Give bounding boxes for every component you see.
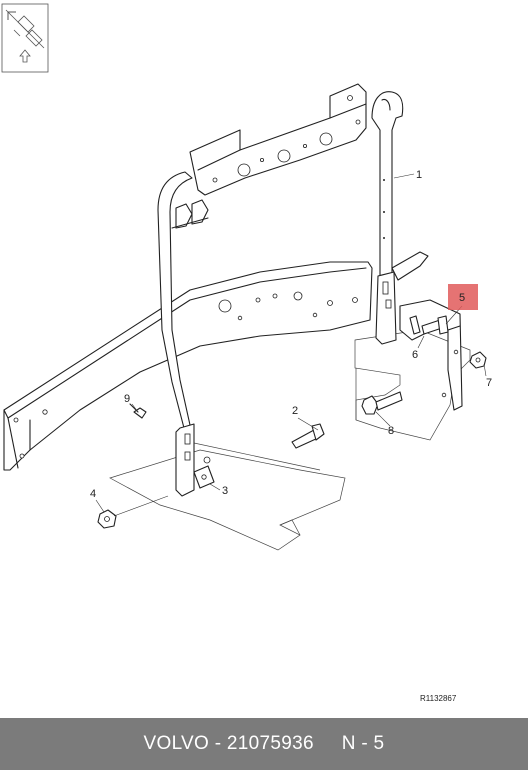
callout-1[interactable]: 1 bbox=[416, 169, 422, 181]
svg-text:6: 6 bbox=[412, 349, 418, 361]
callout-6[interactable]: 6 bbox=[412, 349, 418, 361]
bolt-6 bbox=[421, 315, 449, 335]
reference-code: R1132867 bbox=[420, 694, 457, 703]
callout-2[interactable]: 2 bbox=[292, 405, 298, 417]
callout-4[interactable]: 4 bbox=[90, 488, 96, 500]
screw-9 bbox=[129, 403, 147, 419]
svg-text:4: 4 bbox=[90, 488, 96, 500]
svg-text:2: 2 bbox=[292, 405, 298, 417]
svg-text:3: 3 bbox=[222, 485, 228, 497]
footer-separator: - bbox=[209, 733, 227, 754]
callout-9[interactable]: 9 bbox=[124, 393, 130, 405]
callout-5-highlight-box bbox=[448, 284, 478, 310]
svg-text:7: 7 bbox=[486, 377, 492, 389]
right-panel-outline bbox=[354, 329, 471, 441]
part-number: 21075936 bbox=[226, 733, 314, 754]
nut-7 bbox=[469, 351, 487, 369]
callout-3[interactable]: 3 bbox=[222, 485, 228, 497]
svg-text:5: 5 bbox=[459, 292, 465, 304]
brand-name: VOLVO bbox=[143, 733, 210, 754]
lower-sill-outline bbox=[109, 439, 346, 551]
parts-diagram: 1 2 3 4 5 6 7 8 9 R1132867 bbox=[1, 3, 492, 703]
bolt-2 bbox=[291, 423, 325, 449]
cross-beam bbox=[3, 261, 373, 471]
part-footer-bar: VOLVO - 21075936 N - 5 bbox=[0, 718, 528, 770]
bolt-8 bbox=[361, 391, 403, 415]
callout-5-highlighted[interactable]: 5 bbox=[448, 284, 478, 310]
tubular-frame bbox=[157, 83, 429, 497]
orientation-arrows-icon[interactable] bbox=[1, 3, 49, 73]
callout-7[interactable]: 7 bbox=[486, 377, 492, 389]
svg-text:1: 1 bbox=[416, 169, 422, 181]
position-code: N - 5 bbox=[341, 733, 385, 754]
svg-text:8: 8 bbox=[388, 425, 394, 437]
footer-gap bbox=[314, 733, 342, 755]
svg-text:9: 9 bbox=[124, 393, 130, 405]
plate-3 bbox=[193, 456, 215, 489]
leader-lines bbox=[95, 173, 487, 517]
callout-8[interactable]: 8 bbox=[388, 425, 394, 437]
nut-4 bbox=[97, 509, 117, 529]
